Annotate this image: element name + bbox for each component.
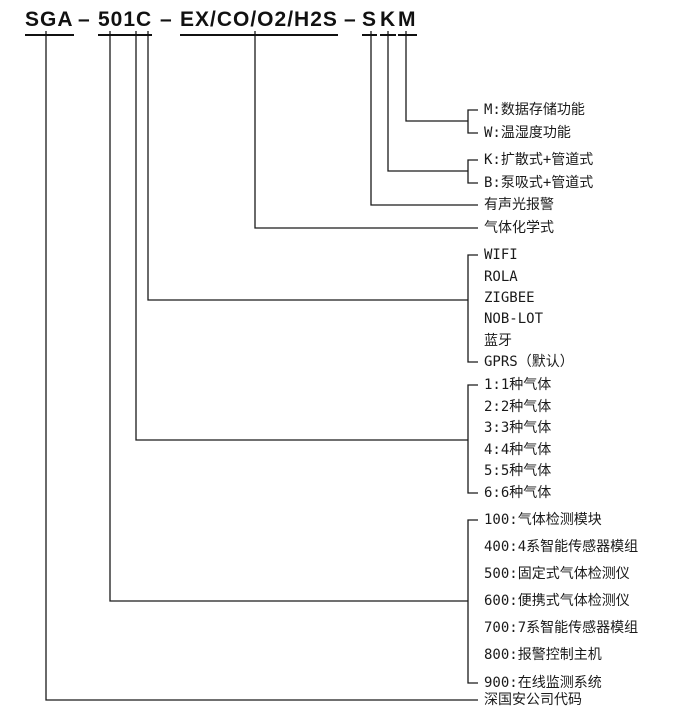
branch-label-alarm: 有声光报警 (484, 197, 554, 213)
branch-label-gases-4: 4:4种气体 (484, 442, 552, 458)
line-storage-function (405, 31, 468, 122)
branch-label-company-code: 深国安公司代码 (484, 692, 582, 708)
branch-label-series-400: 400:4系智能传感器模组 (484, 539, 639, 555)
bracket-gas-count (467, 384, 478, 494)
branch-label-comm-gprs: GPRS（默认） (484, 354, 574, 370)
model-segment-501c: 501C (98, 8, 153, 36)
branch-label-comm-rola: ROLA (484, 269, 518, 285)
model-dash: – (344, 8, 357, 31)
branch-label-sampling-k: K:扩散式+管道式 (484, 152, 594, 168)
branch-label-series-500: 500:固定式气体检测仪 (484, 566, 630, 582)
branch-label-series-800: 800:报警控制主机 (484, 647, 602, 663)
line-alarm (370, 31, 478, 206)
line-gas-formula (254, 31, 478, 229)
branch-label-series-600: 600:便携式气体检测仪 (484, 593, 630, 609)
model-segment-s: S (362, 8, 378, 36)
branch-label-gases-1: 1:1种气体 (484, 377, 552, 393)
branch-label-comm-zigbee: ZIGBEE (484, 290, 535, 306)
bracket-sampling-mode (467, 159, 478, 184)
branch-label-gases-6: 6:6种气体 (484, 485, 552, 501)
model-dash: – (160, 8, 173, 31)
model-segment-m: M (398, 8, 417, 36)
bracket-product-series (467, 519, 478, 684)
branch-label-sampling-b: B:泵吸式+管道式 (484, 175, 594, 191)
bracket-communication (467, 254, 478, 363)
model-dash: – (78, 8, 91, 31)
branch-label-storage-m: M:数据存储功能 (484, 102, 585, 118)
model-segment-sga: SGA (25, 8, 74, 36)
line-communication (147, 31, 468, 301)
branch-label-series-900: 900:在线监测系统 (484, 675, 602, 691)
model-segment-k: K (380, 8, 397, 36)
branch-label-storage-w: W:温湿度功能 (484, 125, 571, 141)
branch-label-gases-3: 3:3种气体 (484, 420, 552, 436)
bracket-storage-function (467, 109, 478, 134)
branch-label-comm-wifi: WIFI (484, 247, 518, 263)
line-company-code (45, 31, 478, 701)
line-product-series (109, 31, 468, 602)
line-gas-count (135, 31, 468, 441)
branch-label-gases-5: 5:5种气体 (484, 463, 552, 479)
branch-label-gas-formula: 气体化学式 (484, 220, 554, 236)
line-sampling-mode (387, 31, 468, 172)
branch-label-comm-bluetooth: 蓝牙 (484, 333, 512, 349)
branch-label-gases-2: 2:2种气体 (484, 399, 552, 415)
model-segment-gases: EX/CO/O2/H2S (180, 8, 338, 36)
branch-label-comm-noblot: NOB-LOT (484, 311, 544, 327)
branch-label-series-700: 700:7系智能传感器模组 (484, 620, 639, 636)
branch-label-series-100: 100:气体检测模块 (484, 512, 602, 528)
